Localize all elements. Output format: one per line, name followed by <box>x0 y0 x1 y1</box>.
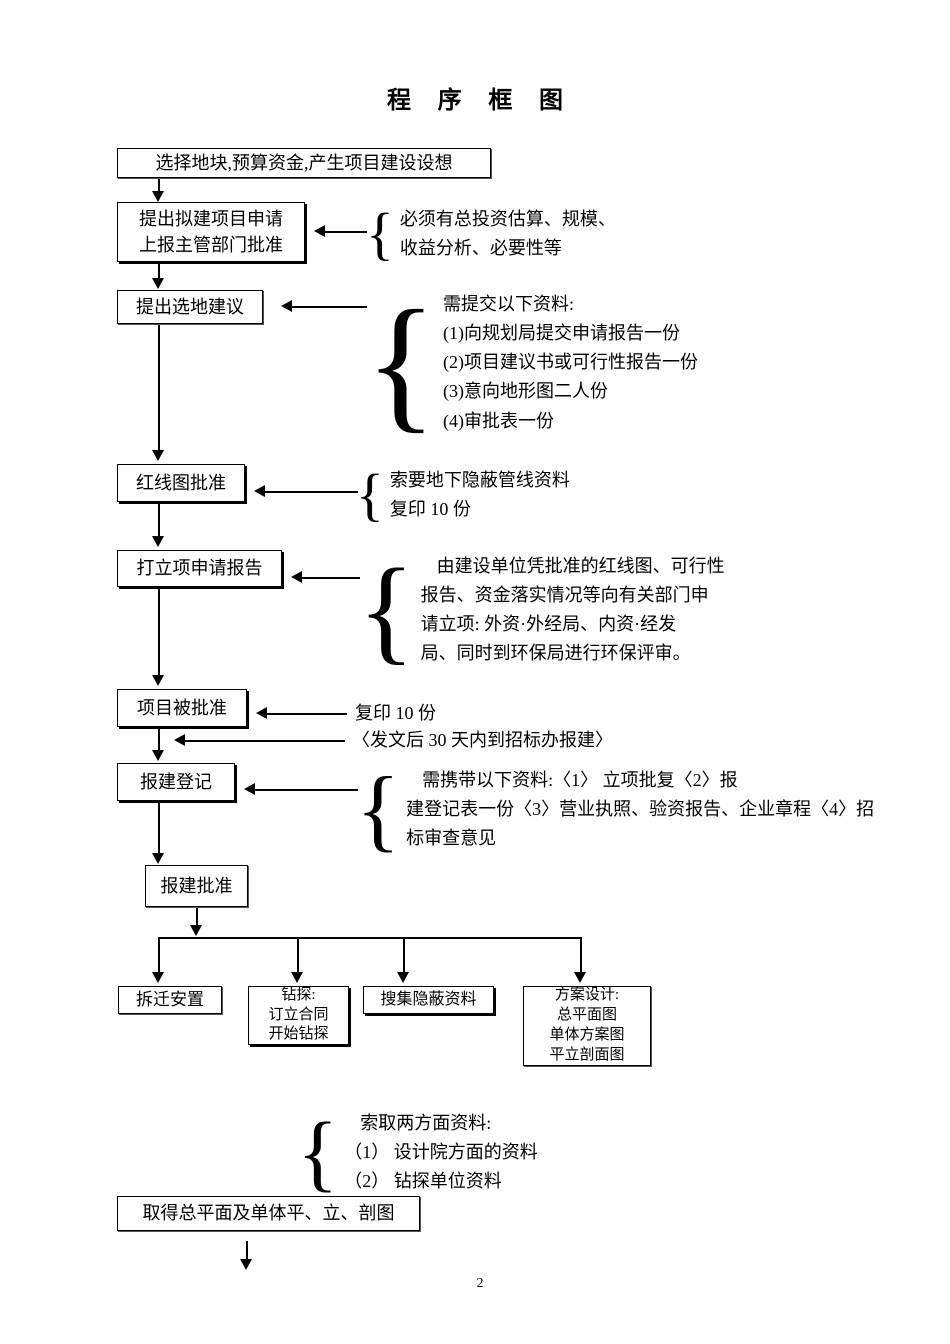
node-scheme-design-line2: 总平面图 <box>556 1007 617 1024</box>
node-register-line1: 报建登记 <box>140 771 212 792</box>
node-scheme-design-line4: 平立剖面图 <box>549 1046 625 1063</box>
brace-icon: { <box>366 201 394 267</box>
arrowhead-redline-to-report <box>152 536 164 547</box>
node-site-proposal-line1: 提出选地建议 <box>136 296 244 317</box>
node-relocation: 拆迁安置 <box>118 986 222 1014</box>
node-apply-line1: 提出拟建项目申请 <box>139 208 283 229</box>
arrowhead-redline-note <box>254 485 265 497</box>
node-final-drawings: 取得总平面及单体平、立、剖图 <box>117 1196 420 1231</box>
node-site-proposal: 提出选地建议 <box>117 290 263 324</box>
node-project-report: 打立项申请报告 <box>117 550 282 587</box>
node-start-line1: 选择地块,预算资金,产生项目建设设想 <box>155 152 453 173</box>
arrowhead-site-to-redline <box>152 450 164 461</box>
node-apply: 提出拟建项目申请 上报主管部门批准 <box>117 202 305 262</box>
connector-final-out <box>246 1241 248 1261</box>
annotation-project-report-text: 由建设单位凭批准的红线图、可行性 报告、资金落实情况等向有关部门申 请立项: 外… <box>420 556 725 664</box>
node-approved: 项目被批准 <box>117 689 247 727</box>
arrowhead-start-to-apply <box>152 191 164 202</box>
arrowhead-deadline-note <box>174 734 185 746</box>
arrowhead-report-to-approved <box>152 675 164 686</box>
leader-redline-note <box>265 491 358 493</box>
annotation-data-sources: { 索取两方面资料: （1） 设计院方面的资料 （2） 钻探单位资料 <box>297 1109 538 1196</box>
node-final-drawings-line1: 取得总平面及单体平、立、剖图 <box>142 1203 395 1224</box>
brace-icon: { <box>365 279 437 446</box>
node-drilling: 钻探: 订立合同 开始钻探 <box>248 986 349 1045</box>
page-number: 2 <box>476 1276 484 1291</box>
arrowhead-register-to-approval <box>152 853 164 864</box>
brace-icon: { <box>358 544 415 676</box>
annotation-data-sources-text: 索取两方面资料: （1） 设计院方面的资料 （2） 钻探单位资料 <box>344 1113 538 1192</box>
arrowhead-branch-relocation <box>152 972 164 983</box>
arrowhead-approved-note <box>256 707 267 719</box>
connector-site-to-redline <box>158 324 160 452</box>
leader-site-note <box>292 306 367 308</box>
branch-line-relocation <box>158 937 160 975</box>
node-collect-data: 搜集隐蔽资料 <box>363 986 494 1014</box>
brace-icon: { <box>356 462 384 528</box>
node-drilling-line1: 钻探: <box>281 987 316 1004</box>
arrowhead-apply-note <box>314 225 325 237</box>
node-start: 选择地块,预算资金,产生项目建设设想 <box>117 148 491 178</box>
arrowhead-final-out <box>240 1259 252 1270</box>
node-relocation-line1: 拆迁安置 <box>136 989 204 1009</box>
node-redline-line1: 红线图批准 <box>136 472 226 493</box>
node-approved-line1: 项目被批准 <box>137 697 227 718</box>
arrowhead-approval-to-fanout <box>190 925 202 936</box>
node-register-approved: 报建批准 <box>145 865 248 907</box>
arrowhead-branch-collect <box>397 972 409 983</box>
leader-deadline-note <box>185 740 345 742</box>
branch-line-scheme <box>580 937 582 975</box>
annotation-apply: { 必须有总投资估算、规模、 收益分析、必要性等 <box>366 205 616 263</box>
arrowhead-branch-drilling <box>291 972 303 983</box>
annotation-register: { 需携带以下资料:〈1〉 立项批复〈2〉报 建登记表一份〈3〉营业执照、验资报… <box>356 758 875 861</box>
node-collect-data-line1: 搜集隐蔽资料 <box>380 991 477 1009</box>
annotation-register-text: 需携带以下资料:〈1〉 立项批复〈2〉报 建登记表一份〈3〉营业执照、验资报告、… <box>406 770 875 849</box>
annotation-site-text: 需提交以下资料: (1)向规划局提交申请报告一份 (2)项目建议书或可行性报告一… <box>443 294 698 431</box>
annotation-redline-text: 索要地下隐蔽管线资料 复印 10 份 <box>389 470 570 520</box>
fanout-bus <box>158 937 580 939</box>
node-drilling-line3: 开始钻探 <box>268 1026 329 1043</box>
node-scheme-design-line3: 单体方案图 <box>549 1027 625 1043</box>
brace-icon: { <box>297 1104 339 1201</box>
leader-approved-note <box>267 713 347 715</box>
annotation-deadline-text: 〈发文后 30 天内到招标办报建〉 <box>352 730 613 750</box>
node-register: 报建登记 <box>117 763 235 801</box>
branch-line-drilling <box>297 937 299 975</box>
arrowhead-apply-to-site <box>152 278 164 289</box>
connector-apply-to-site <box>158 264 160 280</box>
annotation-redline: { 索要地下隐蔽管线资料 复印 10 份 <box>356 466 570 524</box>
node-apply-line2: 上报主管部门批准 <box>139 235 283 255</box>
arrowhead-approved-to-register <box>152 750 164 761</box>
node-redline: 红线图批准 <box>117 464 245 502</box>
connector-register-to-approval <box>158 801 160 855</box>
annotation-apply-text: 必须有总投资估算、规模、 收益分析、必要性等 <box>399 209 616 259</box>
node-register-approved-line1: 报建批准 <box>160 875 233 896</box>
connector-approved-to-register <box>158 727 160 752</box>
arrowhead-report-note <box>291 571 302 583</box>
annotation-approved-text: 复印 10 份 <box>355 703 436 723</box>
leader-register-note <box>255 789 358 791</box>
node-scheme-design: 方案设计: 总平面图 单体方案图 平立剖面图 <box>523 986 651 1066</box>
node-project-report-line1: 打立项申请报告 <box>136 558 263 579</box>
leader-report-note <box>302 577 360 579</box>
node-scheme-design-line1: 方案设计: <box>554 987 620 1004</box>
leader-apply-note <box>325 231 367 233</box>
arrowhead-branch-scheme <box>574 972 586 983</box>
connector-approval-to-fanout <box>196 907 198 927</box>
connector-start-to-apply <box>158 178 160 193</box>
brace-icon: { <box>356 758 401 861</box>
connector-report-to-approved <box>158 587 160 677</box>
arrowhead-register-note <box>244 783 255 795</box>
annotation-project-report: { 由建设单位凭批准的红线图、可行性 报告、资金落实情况等向有关部门申 请立项:… <box>358 544 725 676</box>
connector-redline-to-report <box>158 502 160 538</box>
node-drilling-line2: 订立合同 <box>268 1006 329 1023</box>
page-title: 程 序 框 图 <box>386 87 573 114</box>
annotation-site: { 需提交以下资料: (1)向规划局提交申请报告一份 (2)项目建议书或可行性报… <box>365 279 698 446</box>
arrowhead-site-note <box>281 300 292 312</box>
branch-line-collect <box>403 937 405 975</box>
